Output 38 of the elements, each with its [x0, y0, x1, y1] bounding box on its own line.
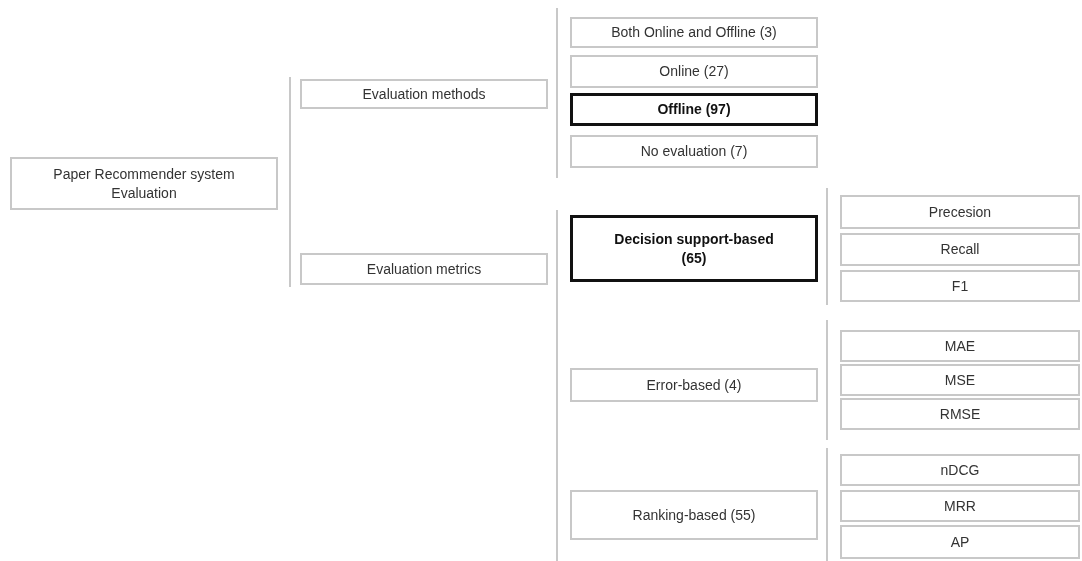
category-box: [570, 490, 818, 540]
box-label: Offline (97): [657, 100, 731, 119]
box-label: Ranking-based (55): [632, 505, 756, 525]
box-label: No evaluation (7): [640, 142, 748, 161]
box-label: Recall: [940, 240, 980, 259]
box-label: MAE: [944, 336, 976, 356]
box-label: Evaluation methods: [362, 84, 486, 104]
box-label: Decision support-based (65): [613, 229, 775, 268]
category-box: [570, 55, 818, 88]
category-box: [840, 398, 1080, 430]
box-label: Paper Recommender system Evaluation: [52, 164, 236, 203]
category-box: [840, 525, 1080, 559]
box-label: Both Online and Offline (3): [611, 23, 777, 42]
category-box: [570, 368, 818, 402]
category-box: [840, 454, 1080, 486]
box-label: Evaluation metrics: [366, 259, 482, 279]
category-box: [10, 157, 278, 210]
category-box: [300, 253, 548, 285]
highlighted-box: [570, 93, 818, 126]
category-box: [840, 233, 1080, 266]
category-box: [570, 17, 818, 48]
category-box: [840, 364, 1080, 396]
box-label: RMSE: [939, 404, 981, 424]
category-box: [840, 330, 1080, 362]
category-box: [840, 270, 1080, 302]
box-label: F1: [951, 276, 969, 296]
box-label: Precesion: [928, 202, 992, 222]
box-label: Error-based (4): [646, 375, 742, 395]
category-box: [840, 490, 1080, 522]
category-box: [570, 135, 818, 168]
box-label: Online (27): [659, 62, 729, 81]
category-box: [300, 79, 548, 109]
category-box: [840, 195, 1080, 229]
box-label: AP: [950, 532, 970, 552]
box-label: MSE: [944, 370, 976, 390]
box-label: nDCG: [940, 460, 980, 480]
highlighted-box: [570, 215, 818, 282]
box-label: MRR: [944, 496, 976, 516]
